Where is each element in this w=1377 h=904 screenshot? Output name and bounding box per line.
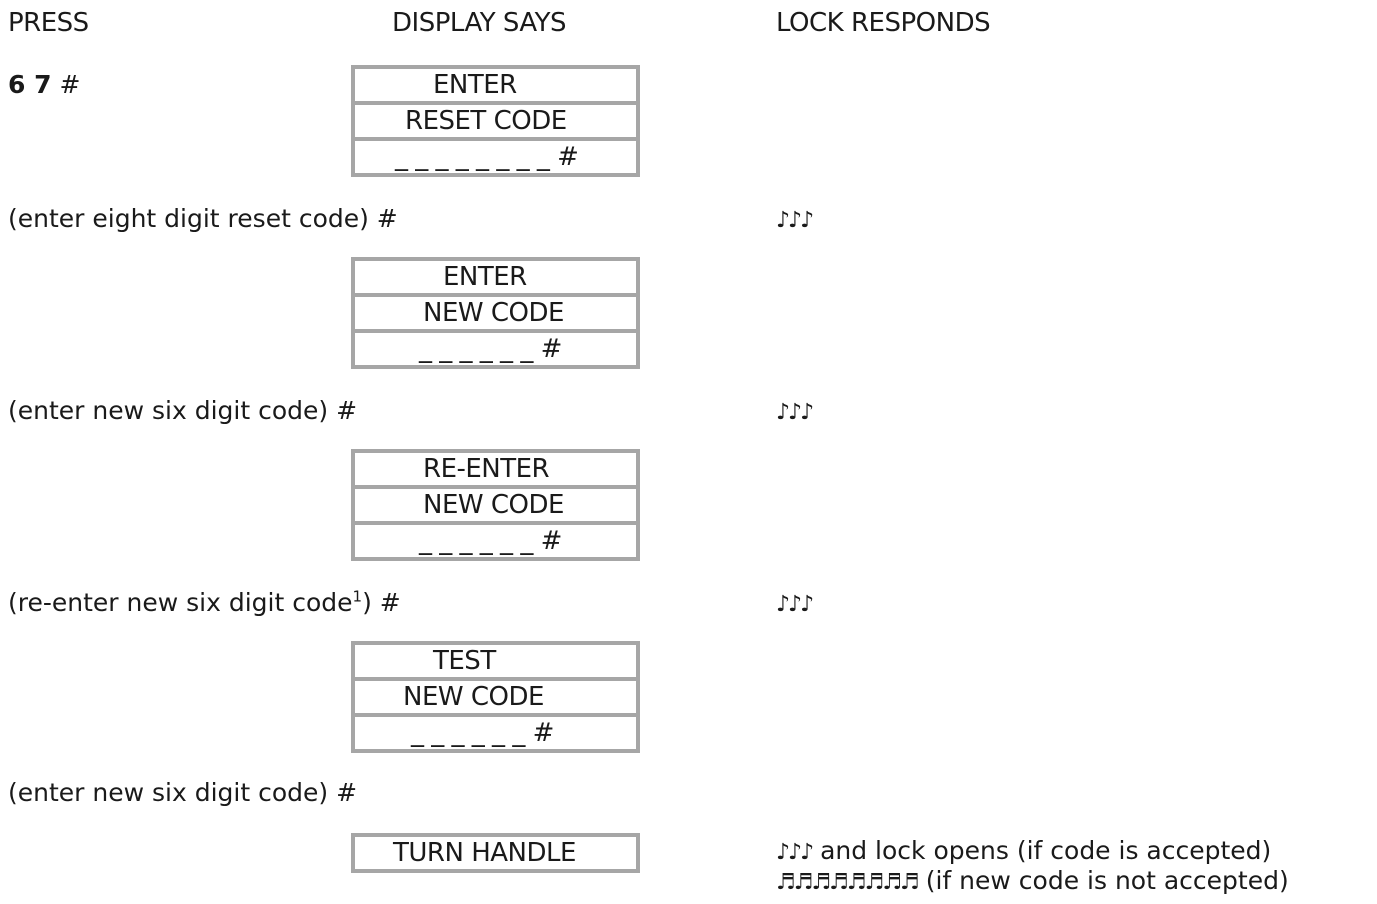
display-line-1: TEST [355, 645, 636, 677]
display-test-new-code: TEST NEW CODE _ _ _ _ _ _ # [351, 641, 640, 753]
step3-response-beeps: ♪♪♪ [776, 396, 814, 425]
beep-icon: ♪♪♪ [776, 592, 814, 617]
display-line-1: ENTER [355, 261, 636, 293]
display-enter-new-code: ENTER NEW CODE _ _ _ _ _ _ # [351, 257, 640, 369]
step4-press-text: (re-enter new six digit code [8, 588, 353, 617]
header-lock-responds: LOCK RESPONDS [776, 8, 991, 38]
error-beep-icon: ♬♬♬♬♬♬♬♬ [776, 870, 920, 895]
beep-icon: ♪♪♪ [776, 400, 814, 425]
header-press: PRESS [8, 8, 89, 38]
step2-response-beeps: ♪♪♪ [776, 204, 814, 233]
display-line-2: NEW CODE [355, 297, 636, 329]
header-display-says: DISPLAY SAYS [392, 8, 567, 38]
display-line-1: ENTER [355, 69, 636, 101]
step4-response-beeps: ♪♪♪ [776, 588, 814, 617]
footnote-marker: 1 [352, 587, 363, 606]
display-line-3: _ _ _ _ _ _ # [355, 717, 636, 749]
step1-press: 6 7 # [8, 70, 80, 99]
display-line-3: _ _ _ _ _ _ # [355, 525, 636, 557]
beep-icon: ♪♪♪ [776, 208, 814, 233]
display-line-3: _ _ _ _ _ _ # [355, 333, 636, 365]
display-line-3: _ _ _ _ _ _ _ _ # [355, 141, 636, 173]
step4-press-end: ) # [362, 588, 401, 617]
step5-response-rejected: ♬♬♬♬♬♬♬♬ (if new code is not accepted) [776, 866, 1289, 895]
rejected-text: (if new code is not accepted) [917, 866, 1289, 895]
display-line-1: TURN HANDLE [355, 837, 636, 869]
step2-press: (enter eight digit reset code) # [8, 204, 398, 233]
step1-digits: 6 7 [8, 70, 52, 99]
display-line-2: NEW CODE [355, 489, 636, 521]
display-line-2: NEW CODE [355, 681, 636, 713]
step4-press: (re-enter new six digit code1) # [8, 588, 401, 617]
step5-response-accepted: ♪♪♪ and lock opens (if code is accepted) [776, 836, 1271, 865]
step1-hash: # [59, 70, 81, 99]
step3-press: (enter new six digit code) # [8, 396, 358, 425]
beep-icon: ♪♪♪ [776, 840, 814, 865]
display-enter-reset-code: ENTER RESET CODE _ _ _ _ _ _ _ _ # [351, 65, 640, 177]
step5-press: (enter new six digit code) # [8, 778, 358, 807]
display-re-enter-new-code: RE-ENTER NEW CODE _ _ _ _ _ _ # [351, 449, 640, 561]
accepted-text: and lock opens (if code is accepted) [812, 836, 1272, 865]
display-line-2: RESET CODE [355, 105, 636, 137]
display-line-1: RE-ENTER [355, 453, 636, 485]
display-turn-handle: TURN HANDLE [351, 833, 640, 873]
